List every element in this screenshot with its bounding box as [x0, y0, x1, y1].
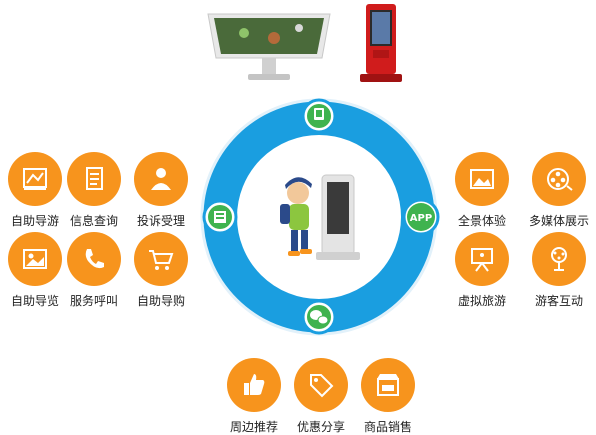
touch-table-kiosk — [204, 8, 334, 90]
feature-info-query[interactable]: 信息查询 — [59, 152, 129, 229]
feature-visitor-interaction[interactable]: 游客互动 — [524, 232, 594, 309]
feature-label: 多媒体展示 — [528, 214, 589, 228]
node-touch-screen[interactable] — [301, 98, 337, 134]
tag-icon — [294, 358, 348, 412]
person-icon — [134, 152, 188, 206]
node-wechat[interactable] — [301, 299, 337, 335]
feature-product-sales[interactable]: 商品销售 — [353, 358, 423, 435]
feature-self-guide-tour[interactable]: 自助导游 — [0, 152, 70, 229]
tree-icon — [532, 232, 586, 286]
feature-complaint[interactable]: 投诉受理 — [126, 152, 196, 229]
feature-virtual-tour[interactable]: 虚拟旅游 — [447, 232, 517, 309]
feature-label: 服务呼叫 — [69, 294, 118, 308]
feature-label: 全景体验 — [457, 214, 506, 228]
map-icon — [8, 152, 62, 206]
feature-multimedia[interactable]: 多媒体展示 — [524, 152, 594, 229]
film-reel-icon — [532, 152, 586, 206]
picture-icon — [8, 232, 62, 286]
center-kiosk-illustration — [316, 174, 360, 260]
landscape-icon — [455, 152, 509, 206]
document-icon — [67, 152, 121, 206]
cart-icon — [134, 232, 188, 286]
feature-panorama[interactable]: 全景体验 — [447, 152, 517, 229]
thumbs-up-icon — [227, 358, 281, 412]
feature-label: 信息查询 — [69, 214, 118, 228]
feature-label: 虚拟旅游 — [457, 294, 506, 308]
app-label: APP — [410, 213, 432, 224]
shop-icon — [361, 358, 415, 412]
phone-icon — [67, 232, 121, 286]
feature-label: 自助导览 — [10, 294, 59, 308]
inner-disc — [239, 137, 399, 297]
feature-label: 商品销售 — [363, 420, 412, 434]
feature-label: 自助导购 — [136, 294, 185, 308]
feature-self-guide-view[interactable]: 自助导览 — [0, 232, 70, 309]
boy-illustration — [280, 177, 312, 256]
feature-label: 周边推荐 — [229, 420, 278, 434]
feature-discount-share[interactable]: 优惠分享 — [286, 358, 356, 435]
feature-nearby-recommend[interactable]: 周边推荐 — [219, 358, 289, 435]
feature-label: 优惠分享 — [296, 420, 345, 434]
feature-self-shopping[interactable]: 自助导购 — [126, 232, 196, 309]
node-news[interactable] — [202, 199, 238, 235]
feature-service-call[interactable]: 服务呼叫 — [59, 232, 129, 309]
standing-red-kiosk — [358, 2, 404, 90]
node-app[interactable]: APP — [402, 198, 440, 236]
feature-label: 投诉受理 — [136, 214, 185, 228]
feature-label: 自助导游 — [10, 214, 59, 228]
easel-icon — [455, 232, 509, 286]
feature-label: 游客互动 — [534, 294, 583, 308]
